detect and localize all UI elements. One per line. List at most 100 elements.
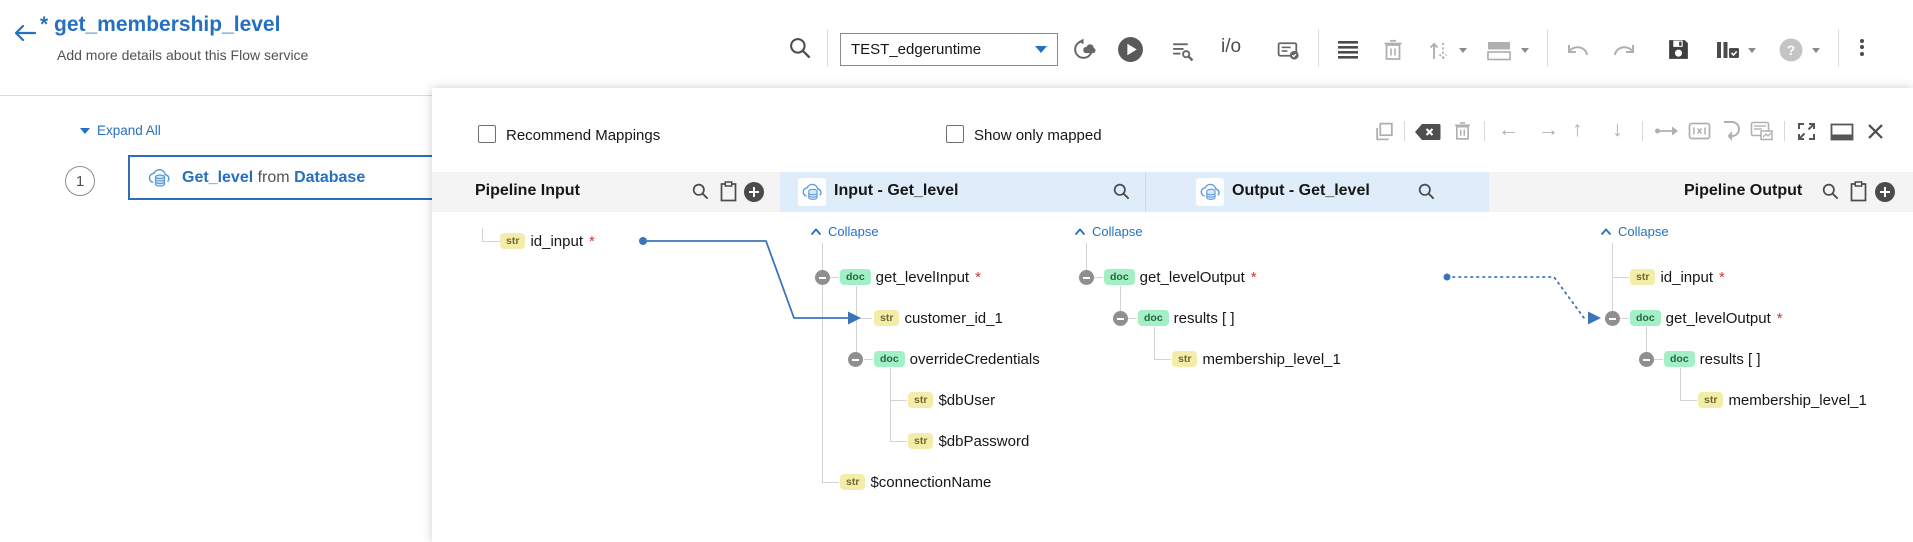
arrow-left-icon[interactable]: ← (1498, 118, 1519, 141)
search-icon[interactable] (691, 182, 710, 201)
step-get-level[interactable]: Get_level from Database (128, 155, 440, 200)
map-fields-icon[interactable] (1654, 124, 1680, 138)
tree-node-overridecredentials[interactable]: doc overrideCredentials (874, 347, 1040, 371)
io-signature-button[interactable]: i/o (1221, 36, 1242, 57)
search-icon[interactable] (1417, 182, 1436, 201)
tree-node-membership-level-1[interactable]: str membership_level_1 (1172, 347, 1341, 371)
collapse-toggle[interactable] (1605, 311, 1620, 326)
column-header-band: Pipeline Input Input - Get_level Output … (432, 172, 1913, 212)
tree-guide-line (482, 228, 483, 241)
tree-node-dbuser[interactable]: str $dbUser (908, 388, 995, 412)
divider (1547, 30, 1548, 66)
dock-panel-icon[interactable] (1830, 123, 1854, 141)
tree-guide-line (1620, 318, 1629, 319)
column-title-input-get-level: Input - Get_level (834, 182, 959, 199)
transformer-panel-icon[interactable] (1750, 121, 1774, 141)
divider (1784, 121, 1785, 141)
runtime-value: TEST_edgeruntime (851, 41, 982, 58)
collapse-toggle[interactable] (848, 352, 863, 367)
chevron-down-icon[interactable] (1812, 48, 1820, 53)
overflow-menu-icon[interactable] (1856, 36, 1868, 58)
cloud-database-icon (146, 166, 172, 190)
clipboard-icon[interactable] (719, 181, 738, 202)
tree-guide-line (890, 400, 907, 401)
tree-node-membership-level-1-out[interactable]: str membership_level_1 (1698, 388, 1867, 412)
tree-node-get-leveloutput-out[interactable]: doc get_levelOutput * (1630, 306, 1783, 330)
arrow-up-icon[interactable]: ↑ (1572, 118, 1583, 141)
runtime-select[interactable]: TEST_edgeruntime (840, 33, 1058, 66)
copy-icon[interactable] (1374, 121, 1395, 142)
help-icon[interactable]: ? (1778, 37, 1804, 63)
redo-icon[interactable] (1611, 40, 1638, 62)
sort-icon[interactable] (1426, 38, 1452, 64)
tree-guide-line (1646, 327, 1647, 359)
delete-mapping-icon[interactable] (1452, 120, 1473, 142)
tree-guide-line (1680, 400, 1697, 401)
tree-guide-line (1154, 359, 1171, 360)
pipeline-panel-toggle-icon[interactable] (1714, 38, 1740, 62)
show-only-mapped-checkbox[interactable] (946, 125, 964, 143)
type-tag: str (1698, 392, 1724, 408)
collapse-link-output[interactable]: Collapse (1074, 224, 1143, 239)
arrow-right-icon[interactable]: → (1538, 118, 1559, 141)
arrow-down-icon[interactable]: ↓ (1612, 118, 1623, 141)
tree-node-get-levelinput[interactable]: doc get_levelInput * (840, 265, 981, 289)
back-button[interactable] (12, 22, 40, 46)
expand-panel-icon[interactable] (1796, 121, 1817, 142)
collapse-toggle[interactable] (1639, 352, 1654, 367)
tree-node-dbpassword[interactable]: str $dbPassword (908, 429, 1029, 453)
type-tag: str (874, 310, 900, 326)
delete-step-icon[interactable] (1381, 38, 1405, 62)
list-steps-icon[interactable] (1336, 39, 1360, 61)
tree-node-id-input-out[interactable]: str id_input * (1630, 265, 1725, 289)
chevron-down-icon[interactable] (1459, 48, 1467, 53)
configure-service-icon[interactable] (1170, 38, 1195, 63)
input-header-bg (780, 172, 1145, 212)
add-field-icon[interactable] (1875, 182, 1895, 202)
search-icon[interactable] (1821, 182, 1840, 201)
caret-down-icon (80, 127, 90, 134)
add-field-icon[interactable] (744, 182, 764, 202)
tree-node-results-out[interactable]: doc results [ ] (1664, 347, 1761, 371)
run-icon[interactable] (1117, 36, 1144, 63)
collapse-toggle[interactable] (815, 270, 830, 285)
search-icon[interactable] (788, 36, 812, 60)
tree-node-get-leveloutput[interactable]: doc get_levelOutput * (1104, 265, 1257, 289)
tree-node-connectionname[interactable]: str $connectionName (840, 470, 991, 494)
tree-node-results[interactable]: doc results [ ] (1138, 306, 1235, 330)
unmap-fields-icon[interactable] (1688, 122, 1711, 140)
tree-node-id-input[interactable]: str id_input * (500, 229, 595, 253)
type-tag: doc (1104, 269, 1135, 285)
flow-title: * get_membership_level (40, 13, 281, 36)
chevron-down-icon[interactable] (1748, 48, 1756, 53)
collapse-toggle[interactable] (1079, 270, 1094, 285)
properties-card-icon[interactable] (1276, 38, 1301, 63)
promote-to-runtime-icon[interactable] (1071, 37, 1096, 62)
expand-all-button[interactable]: Expand All (80, 123, 161, 138)
type-tag: doc (874, 351, 905, 367)
input-service-icon-tile (798, 178, 826, 206)
collapse-toggle[interactable] (1113, 311, 1128, 326)
close-panel-icon[interactable] (1866, 122, 1885, 141)
divider (827, 30, 828, 66)
chevron-up-icon (1074, 228, 1086, 236)
recommend-mappings-checkbox[interactable] (478, 125, 496, 143)
divider (1318, 30, 1319, 66)
output-service-icon-tile (1196, 178, 1224, 206)
tree-guide-line (864, 359, 873, 360)
clipboard-icon[interactable] (1849, 181, 1868, 202)
tree-guide-line (1680, 368, 1681, 400)
drop-variable-icon[interactable] (1722, 120, 1742, 142)
collapse-link-input[interactable]: Collapse (810, 224, 879, 239)
clear-pipeline-icon[interactable] (1414, 123, 1441, 141)
flow-subtitle[interactable]: Add more details about this Flow service (57, 47, 309, 63)
step-number-badge: 1 (65, 166, 95, 196)
collapse-link-pipeline-output[interactable]: Collapse (1600, 224, 1669, 239)
save-icon[interactable] (1666, 37, 1691, 62)
chevron-down-icon[interactable] (1521, 48, 1529, 53)
type-tag: doc (1664, 351, 1695, 367)
undo-icon[interactable] (1564, 40, 1591, 62)
tree-node-customer-id-1[interactable]: str customer_id_1 (874, 306, 1003, 330)
layout-rows-icon[interactable] (1486, 39, 1512, 63)
search-icon[interactable] (1112, 182, 1131, 201)
